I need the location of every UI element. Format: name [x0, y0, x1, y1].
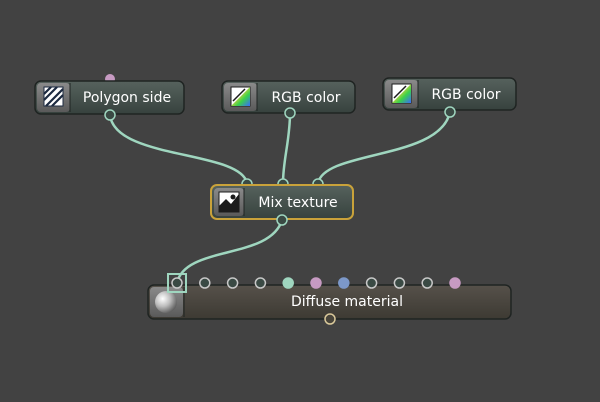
- material-input-pin-default[interactable]: [393, 277, 406, 289]
- link-rgb-color-2-to-mix[interactable]: [316, 110, 452, 185]
- link-mix-to-material[interactable]: [175, 218, 284, 285]
- output-pin[interactable]: [444, 106, 456, 118]
- node-diffuse-material[interactable]: Diffuse material: [147, 273, 512, 325]
- material-input-pins: [171, 277, 461, 289]
- selected-input-pin-highlight[interactable]: [167, 273, 187, 293]
- node-label: RGB color: [431, 87, 500, 103]
- node-polygon-side[interactable]: Polygon side: [34, 74, 185, 121]
- link-polygon-side-to-mix[interactable]: [108, 113, 249, 185]
- material-input-pin-default[interactable]: [421, 277, 433, 289]
- material-input-pin-default[interactable]: [254, 277, 267, 289]
- link-rgb-color-1-to-mix[interactable]: [281, 111, 292, 185]
- material-input-pin-blue[interactable]: [338, 277, 350, 289]
- node-label: Mix texture: [258, 195, 337, 211]
- node-label: Diffuse material: [291, 294, 403, 310]
- polygon-side-icon: [43, 86, 64, 107]
- node-label: Polygon side: [83, 90, 171, 106]
- node-rgb-color-1[interactable]: RGB color: [221, 80, 356, 119]
- output-pin[interactable]: [276, 214, 288, 226]
- material-input-pin-default[interactable]: [365, 277, 378, 289]
- rgb-color-icon: [230, 86, 251, 107]
- node-mix-texture[interactable]: Mix texture: [210, 178, 354, 226]
- mix-texture-icon: [218, 191, 240, 213]
- links: [108, 110, 452, 285]
- node-rgb-color-2[interactable]: RGB color: [382, 77, 517, 118]
- output-pin[interactable]: [324, 313, 336, 325]
- material-input-pin-default[interactable]: [226, 277, 239, 289]
- material-input-pin-pink[interactable]: [310, 277, 322, 289]
- output-pin[interactable]: [104, 109, 116, 121]
- material-input-pin-pink[interactable]: [449, 277, 461, 289]
- material-input-pin-default[interactable]: [199, 277, 211, 289]
- node-label: RGB color: [271, 90, 340, 106]
- material-input-pin-green[interactable]: [282, 277, 294, 289]
- material-sphere-icon: [155, 291, 177, 313]
- material-input-pin-default[interactable]: [171, 277, 183, 289]
- rgb-color-icon: [391, 83, 412, 104]
- output-pin[interactable]: [284, 107, 296, 119]
